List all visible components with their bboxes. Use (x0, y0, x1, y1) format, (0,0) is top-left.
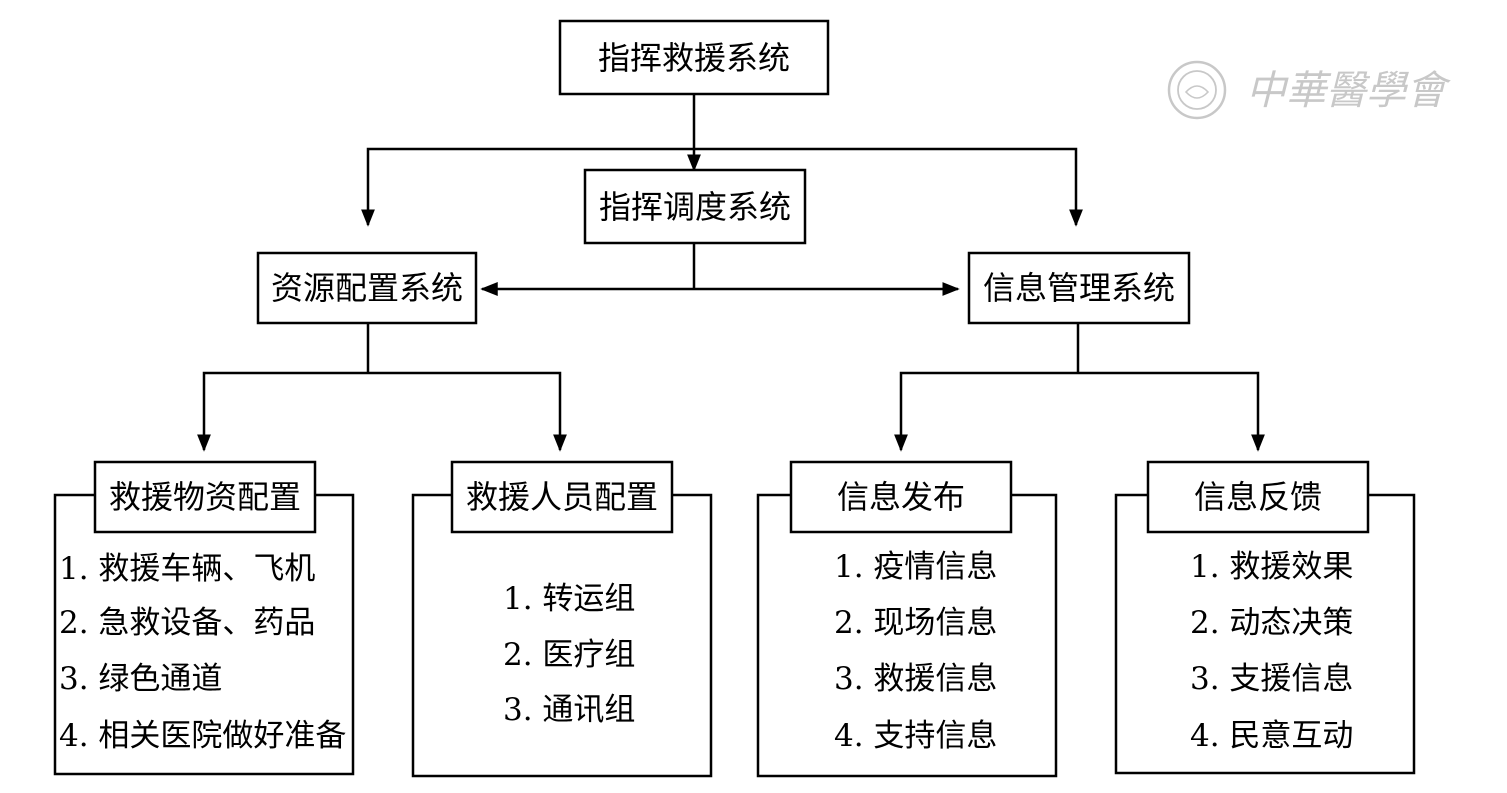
list-item: 1. 疫情信息 (834, 549, 997, 585)
dispatch-node: 指挥调度系统 (583, 168, 807, 245)
connector-info-to-feedback (1078, 371, 1265, 452)
command-rescue-node: 指挥救援系统 (558, 19, 830, 96)
connector-info-to-release (894, 371, 1078, 452)
connector-resource-to-materials (197, 371, 368, 452)
group-personnel: 救援人员配置 1. 转运组 2. 医疗组 3. 通讯组 (411, 460, 713, 778)
list-item: 1. 转运组 (503, 581, 635, 617)
group-materials: 救援物资配置 1. 救援车辆、飞机 2. 急救设备、药品 3. 绿色通道 4. … (53, 460, 355, 776)
group-release: 信息发布 1. 疫情信息 2. 现场信息 3. 救援信息 4. 支持信息 (756, 460, 1058, 778)
list-item: 2. 动态决策 (1190, 605, 1353, 641)
list-item: 3. 救援信息 (834, 661, 997, 697)
command-rescue-label: 指挥救援系统 (598, 39, 790, 77)
list-item: 1. 救援车辆、飞机 (59, 551, 315, 587)
group-personnel-frame (411, 493, 713, 778)
watermark-text: 中華醫學會 (1246, 68, 1451, 114)
list-item: 3. 支援信息 (1190, 661, 1353, 697)
list-item: 4. 相关医院做好准备 (59, 718, 346, 754)
connector-top-to-info (694, 147, 1083, 227)
dispatch-label: 指挥调度系统 (599, 188, 791, 226)
group-release-frame (756, 493, 1058, 778)
resource-node: 资源配置系统 (256, 251, 478, 325)
group-materials-frame (53, 493, 355, 776)
info-node: 信息管理系统 (967, 251, 1191, 325)
group-feedback: 信息反馈 1. 救援效果 2. 动态决策 3. 支援信息 4. 民意互动 (1114, 460, 1416, 775)
list-item: 4. 支持信息 (834, 718, 997, 754)
list-item: 4. 民意互动 (1190, 718, 1353, 754)
seal-icon (1167, 60, 1227, 120)
list-item: 2. 医疗组 (503, 637, 635, 673)
group-feedback-title: 信息反馈 (1194, 478, 1322, 516)
group-materials-title: 救援物资配置 (109, 478, 301, 516)
list-item: 3. 通讯组 (503, 692, 635, 728)
connectors (197, 94, 1265, 452)
resource-label: 资源配置系统 (271, 269, 463, 307)
connector-top-to-resource (361, 147, 694, 227)
list-item: 2. 现场信息 (834, 605, 997, 641)
list-item: 2. 急救设备、药品 (59, 605, 315, 641)
list-item: 3. 绿色通道 (59, 661, 222, 697)
info-label: 信息管理系统 (983, 269, 1175, 307)
group-personnel-title: 救援人员配置 (466, 478, 658, 516)
connector-resource-to-personnel (368, 371, 567, 452)
group-release-title: 信息发布 (837, 478, 965, 516)
group-feedback-frame (1114, 493, 1416, 775)
watermark: 中華醫學會 (1167, 60, 1451, 120)
list-item: 1. 救援效果 (1190, 549, 1353, 585)
